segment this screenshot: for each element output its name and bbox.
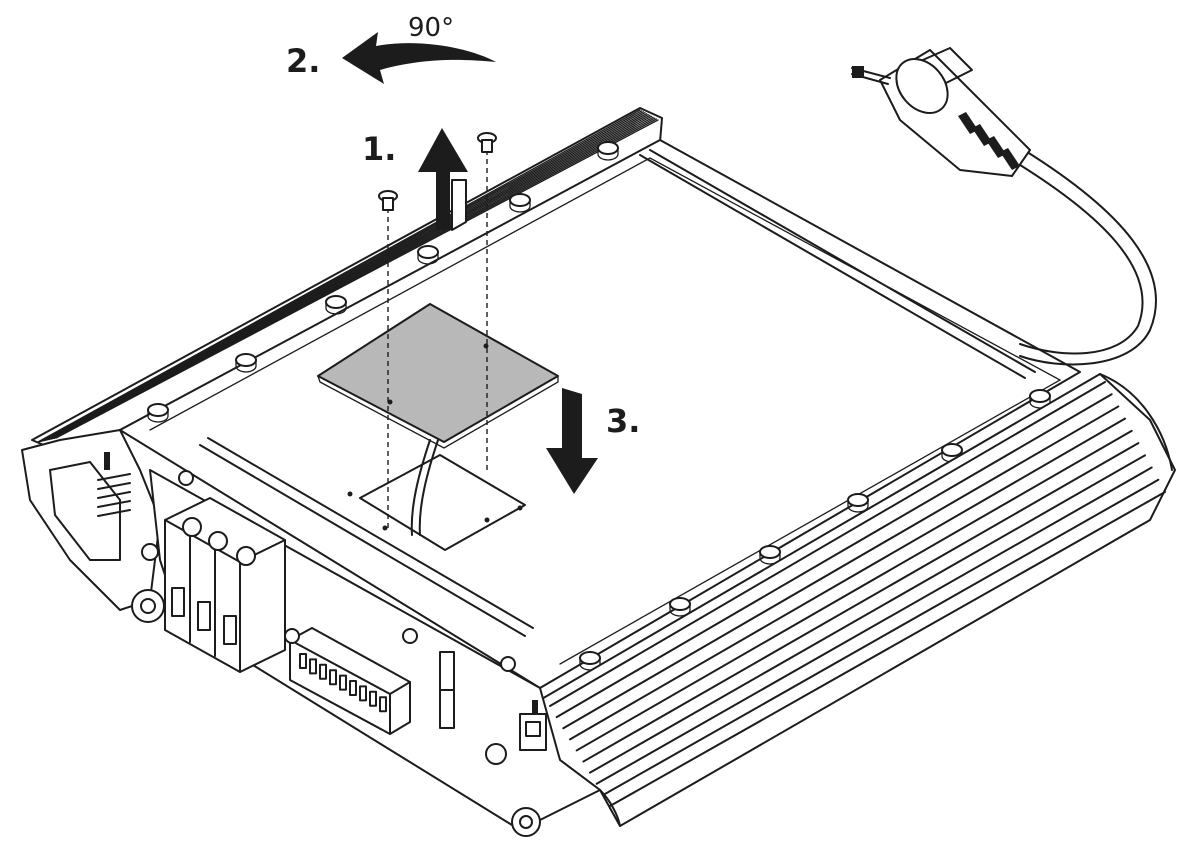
rotation-angle-label: 90°: [408, 13, 454, 43]
mounting-boss-side: [669, 603, 691, 617]
dip-pin: [379, 696, 387, 713]
dip-pin: [369, 690, 377, 707]
mounting-boss-side: [847, 499, 869, 513]
plug-rib: [1000, 148, 1020, 170]
vent-slot: [97, 491, 131, 499]
dip-pin: [329, 669, 337, 686]
mounting-boss: [759, 545, 781, 559]
step-3-label: 3.: [606, 402, 640, 440]
dip-pin: [349, 680, 357, 696]
arrow-rotate: [342, 32, 496, 84]
terminal-block: [164, 497, 286, 673]
mounting-boss: [235, 353, 257, 367]
enclosure-top-panel: [119, 139, 1081, 689]
screw-right: [477, 132, 497, 470]
mounting-boss: [147, 403, 169, 417]
mounting-boss: [847, 493, 869, 507]
fin-line: [40, 111, 644, 442]
fin-line: [602, 478, 1160, 796]
mounting-boss: [669, 597, 691, 611]
fin-line: [37, 109, 641, 443]
left-end-bracket: [21, 429, 165, 623]
screw-left: [378, 190, 398, 530]
power-cable: [1011, 149, 1157, 366]
mounting-boss: [597, 141, 619, 155]
mounting-boss-side: [759, 551, 781, 565]
power-plug: [851, 47, 1031, 177]
mounting-boss-side: [235, 359, 257, 373]
dip-pin: [339, 674, 347, 691]
fin-line: [38, 110, 643, 443]
fin-line: [55, 119, 659, 439]
fin-line: [549, 381, 1106, 707]
mounting-boss: [509, 193, 531, 207]
mounting-boss: [1029, 389, 1051, 403]
dip-pin: [309, 658, 317, 675]
mounting-boss: [941, 443, 963, 457]
dip-pin: [299, 653, 307, 669]
step-2-label: 2.: [286, 42, 320, 80]
fin-line: [575, 429, 1133, 752]
mounting-boss-side: [509, 199, 531, 213]
arrow-up-remove-screws: [418, 128, 468, 231]
mounting-boss-side: [147, 409, 169, 423]
mounting-boss-side: [325, 301, 347, 315]
fin-line: [582, 442, 1140, 763]
fin-line: [555, 393, 1113, 719]
mounting-boss: [325, 295, 347, 309]
fin-line: [589, 454, 1146, 774]
mounting-boss: [417, 245, 439, 259]
right-heatsink-body: [539, 373, 1176, 827]
indicator-slot: [439, 651, 455, 729]
mounting-bosses: [147, 141, 1051, 671]
arrow-down-attach-plate: [546, 388, 598, 494]
panel-opening: [347, 439, 526, 551]
dip-switch-connector: [284, 627, 411, 735]
rj-connector: [519, 700, 547, 751]
fin-line: [562, 405, 1120, 730]
dip-pin: [359, 685, 367, 702]
vent-slot: [97, 500, 131, 508]
vent-slot: [97, 509, 131, 517]
cover-plate: [317, 303, 559, 449]
vent-slot: [97, 473, 131, 481]
front-panel-screws: [178, 470, 541, 837]
fin-line: [595, 466, 1153, 785]
left-heatsink-rail: [31, 107, 663, 453]
step-1-label: 1.: [362, 130, 396, 168]
vent-slot: [97, 482, 131, 490]
dip-pin: [319, 663, 327, 680]
mounting-boss: [579, 651, 601, 665]
fin-line: [609, 491, 1166, 807]
fin-line: [569, 417, 1126, 741]
mounting-boss-side: [417, 251, 439, 265]
mounting-boss-side: [597, 147, 619, 161]
